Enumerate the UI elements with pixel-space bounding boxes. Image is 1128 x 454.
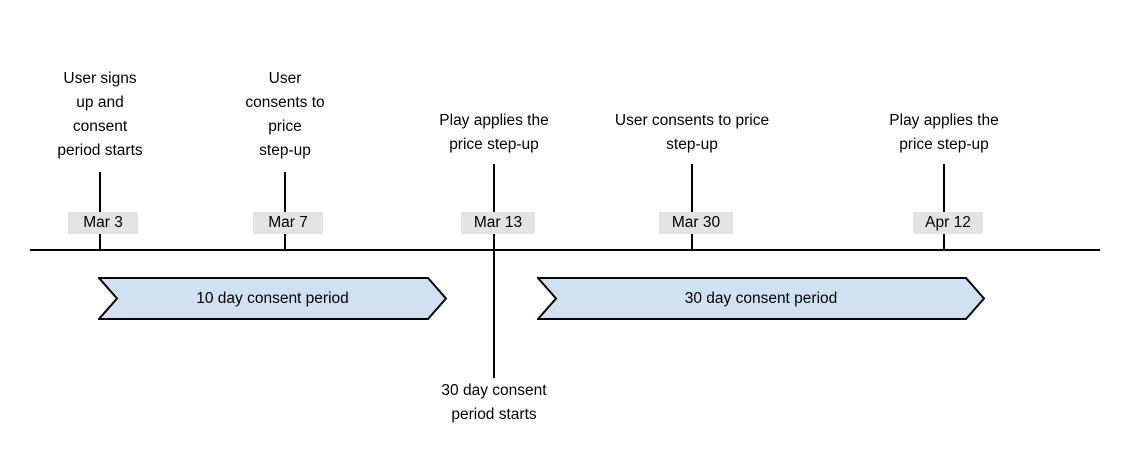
event-description-mar-30: User consents to price step-up	[614, 112, 770, 153]
date-chip-mar-7: Mar 7	[253, 212, 323, 234]
chevron-shape-10-day	[98, 277, 447, 320]
tick-mark-mar-30	[691, 164, 693, 250]
tick-mark-mar-3	[99, 172, 101, 250]
date-chip-mar-3: Mar 3	[68, 212, 138, 234]
period-bar-30-day: 30 day consent period	[537, 277, 985, 320]
tick-mark-mar-13	[493, 164, 495, 378]
date-chip-mar-13: Mar 13	[461, 212, 535, 234]
below-axis-note-30-day-start: 30 day consent period starts	[441, 382, 547, 423]
event-description-mar-3: User signs up and consent period starts	[57, 70, 143, 159]
timeline-axis-line	[30, 249, 1100, 251]
event-description-mar-13: Play applies the price step-up	[439, 112, 549, 153]
date-chip-mar-30: Mar 30	[659, 212, 733, 234]
chevron-shape-30-day	[537, 277, 985, 320]
date-chip-apr-12: Apr 12	[913, 212, 983, 234]
tick-mark-apr-12	[943, 164, 945, 250]
tick-mark-mar-7	[284, 172, 286, 250]
event-description-mar-7: User consents to price step-up	[245, 70, 325, 159]
event-description-apr-12: Play applies the price step-up	[889, 112, 999, 153]
period-bar-10-day: 10 day consent period	[98, 277, 447, 320]
